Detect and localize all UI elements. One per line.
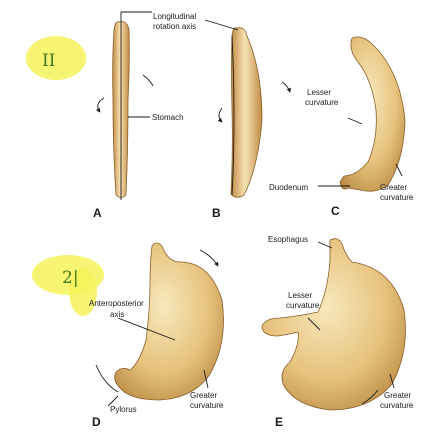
label-lesser-e-1: Lesser [288,291,312,300]
panel-label-b: B [212,206,221,220]
label-duodenum: Duodenum [269,183,308,192]
label-greater-c-2: curvature [380,193,414,202]
label-longitudinal-2: rotation axis [153,22,196,31]
greater-curvature-c-leader [396,164,402,176]
label-lesser-e-2: curvature [286,301,320,310]
rotation-arrow-a-left [98,98,104,112]
highlight-top: II [26,36,86,80]
label-greater-d-2: curvature [190,401,224,410]
panel-d-stomach [96,243,224,406]
panel-e-stomach [262,239,406,410]
label-stomach: Stomach [152,113,184,122]
rotation-arrow-d [200,250,218,266]
axis-leader-b [205,20,238,30]
annotation-top: II [42,51,55,71]
panel-label-e: E [275,415,283,429]
annotation-bottom: 2| [62,268,79,288]
lesser-curvature-c-leader [348,118,362,124]
label-longitudinal-1: Longitudinal [153,12,196,21]
panel-label-a: A [93,206,102,220]
label-anteroposterior-2: axis [110,310,124,319]
label-lesser-c-2: curvature [305,98,339,107]
rotation-arrow-b-right [282,82,290,92]
label-greater-c-1: Greater [380,183,407,192]
panel-label-d: D [92,415,101,429]
panel-b-stomach-bulge [205,20,290,197]
label-lesser-c-1: Lesser [307,88,331,97]
rotation-arrow-b-left [219,108,222,122]
rotation-arrow-a-right [143,75,153,86]
label-pylorus: Pylorus [110,405,137,414]
label-greater-e-2: curvature [380,401,414,410]
panel-label-c: C [331,204,340,218]
panel-c-stomach-curved [318,37,405,191]
label-greater-e-1: Greater [384,391,411,400]
label-greater-d-1: Greater [190,391,217,400]
label-anteroposterior-1: Anteroposterior [89,299,144,308]
panel-a-stomach-tube [98,12,153,200]
label-esophagus: Esophagus [268,235,308,244]
